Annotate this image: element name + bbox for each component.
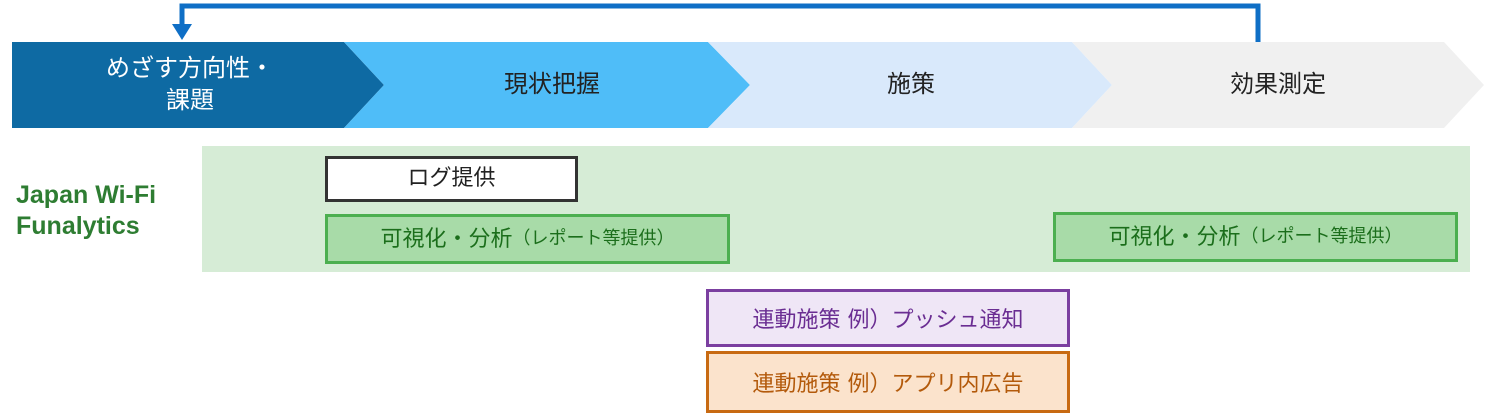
step-label-current-state: 現状把握 bbox=[504, 70, 600, 98]
in-app-ad-label: 連動施策 例）アプリ内広告 bbox=[752, 372, 1024, 397]
service-title-line2: Funalytics bbox=[16, 212, 140, 240]
service-title: Japan Wi-Fi Funalytics bbox=[16, 180, 206, 242]
in-app-ad-box: 連動施策 例）アプリ内広告 bbox=[706, 351, 1070, 413]
feedback-loop-arrow-icon bbox=[172, 3, 1261, 42]
visualization-sublabel: （レポート等提供） bbox=[512, 228, 675, 249]
log-provision-label: ログ提供 bbox=[407, 166, 496, 191]
step-chevron-measures bbox=[708, 42, 1112, 128]
step-label-direction: めざす方向性・ 課題 bbox=[40, 40, 340, 128]
log-provision-box: ログ提供 bbox=[325, 156, 578, 202]
visualization-label: 可視化・分析 bbox=[1108, 225, 1241, 250]
push-notification-label: 連動施策 例）プッシュ通知 bbox=[752, 308, 1024, 333]
step-label-direction-line2: 課題 bbox=[166, 86, 214, 114]
step-label-measures: 施策 bbox=[887, 70, 935, 98]
step-label-effect: 効果測定 bbox=[1230, 70, 1326, 98]
step-chevron-current-state bbox=[344, 42, 750, 128]
step-chevron-effect bbox=[1072, 42, 1484, 128]
visualization-sublabel: （レポート等提供） bbox=[1240, 226, 1403, 247]
step-chevron-direction bbox=[12, 42, 384, 128]
push-notification-box: 連動施策 例）プッシュ通知 bbox=[706, 289, 1070, 347]
process-flow bbox=[12, 3, 1484, 128]
step-label-direction-line1: めざす方向性・ bbox=[106, 54, 274, 82]
service-title-line1: Japan Wi-Fi bbox=[16, 181, 157, 209]
visualization-label: 可視化・分析 bbox=[380, 227, 513, 252]
visualization-box-1: 可視化・分析（レポート等提供） bbox=[325, 214, 730, 264]
visualization-box-2: 可視化・分析（レポート等提供） bbox=[1053, 212, 1458, 262]
